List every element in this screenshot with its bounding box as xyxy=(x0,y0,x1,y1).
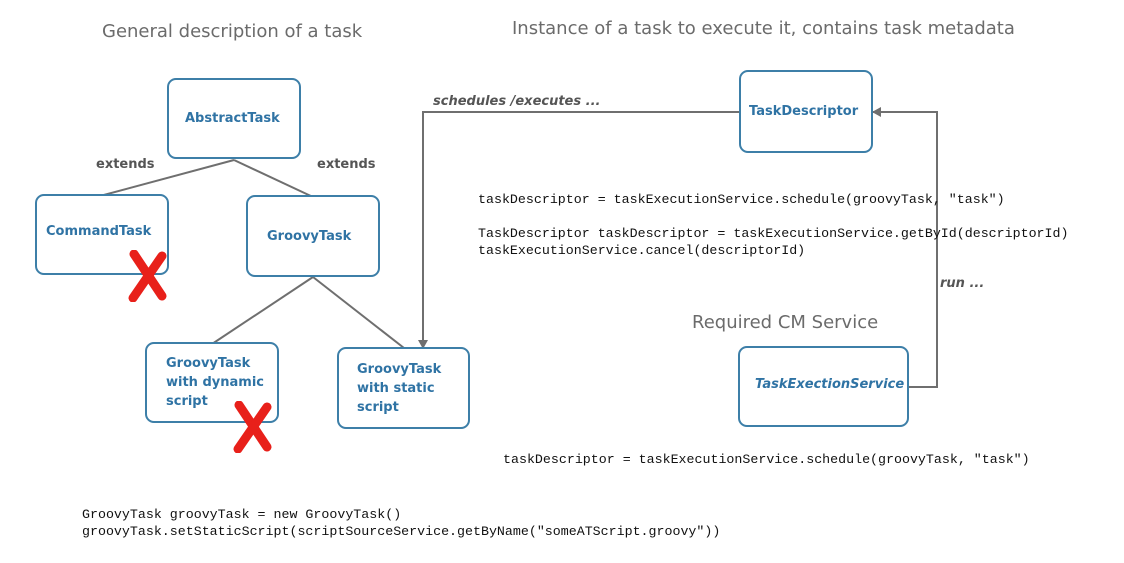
edge-label-schedules-executes: schedules /executes ... xyxy=(433,94,601,109)
node-groovy-task-dynamic: GroovyTask with dynamic script xyxy=(145,342,279,423)
node-groovy-static-line-2: with static xyxy=(357,380,435,396)
edge-run xyxy=(872,107,938,388)
node-abstract-task-label: AbstractTask xyxy=(185,111,280,126)
node-task-execution-service: TaskExectionService xyxy=(738,346,909,427)
node-task-execution-service-label: TaskExectionService xyxy=(755,377,905,392)
node-groovy-task-label: GroovyTask xyxy=(267,228,352,244)
node-groovy-dynamic-line-1: GroovyTask xyxy=(166,356,251,371)
node-groovy-dynamic-line-2: with dynamic xyxy=(166,375,264,390)
red-cross-icon xyxy=(128,250,167,302)
node-groovy-static-line-1: GroovyTask xyxy=(357,361,442,377)
heading-task-instance: Instance of a task to execute it, contai… xyxy=(512,18,1015,39)
node-groovy-task-static: GroovyTask with static script xyxy=(337,347,470,429)
node-command-task-label: CommandTask xyxy=(46,224,152,239)
code-descriptor-block: taskDescriptor = taskExecutionService.sc… xyxy=(478,191,1068,259)
code-descriptor-line-3: TaskDescriptor taskDescriptor = taskExec… xyxy=(478,226,1069,241)
code-groovy-line-2: groovyTask.setStaticScript(scriptSourceS… xyxy=(82,524,721,539)
heading-required-cm-service: Required CM Service xyxy=(692,312,879,333)
node-task-descriptor: TaskDescriptor xyxy=(739,70,873,153)
node-groovy-task: GroovyTask xyxy=(246,195,380,277)
node-abstract-task: AbstractTask xyxy=(167,78,301,159)
node-groovy-dynamic-line-3: script xyxy=(166,394,208,409)
node-task-descriptor-label: TaskDescriptor xyxy=(749,104,859,119)
edge-abstract-groovy xyxy=(233,159,314,198)
edge-label-extends-left: extends xyxy=(96,157,155,172)
heading-general-description: General description of a task xyxy=(102,21,363,42)
edge-label-run: run ... xyxy=(940,276,985,291)
code-descriptor-line-2 xyxy=(478,208,1068,225)
edge-schedules-executes xyxy=(418,111,739,349)
code-service-line: taskDescriptor = taskExecutionService.sc… xyxy=(503,452,1030,467)
node-groovy-static-line-3: script xyxy=(357,399,399,415)
red-cross-icon xyxy=(233,401,272,453)
edge-label-extends-right: extends xyxy=(317,157,376,172)
edge-abstract-command xyxy=(99,159,235,197)
edge-groovy-static xyxy=(312,276,405,349)
code-groovy-line-1: GroovyTask groovyTask = new GroovyTask() xyxy=(82,507,402,522)
code-descriptor-line-4: taskExecutionService.cancel(descriptorId… xyxy=(478,243,806,258)
code-groovy-block: GroovyTask groovyTask = new GroovyTask()… xyxy=(82,506,720,540)
code-descriptor-line-1: taskDescriptor = taskExecutionService.sc… xyxy=(478,192,1005,207)
node-command-task: CommandTask xyxy=(35,194,169,275)
edge-groovy-dynamic xyxy=(211,276,314,345)
